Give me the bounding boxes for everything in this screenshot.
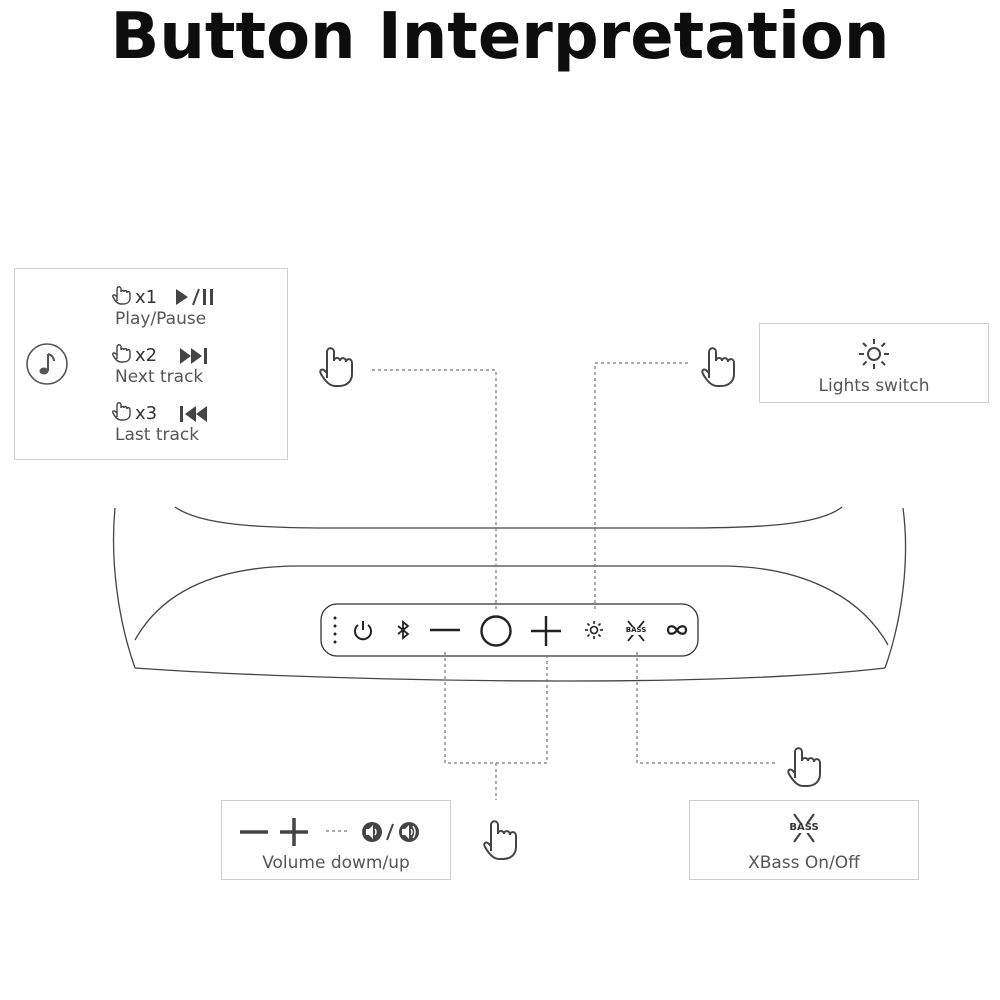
xbass-panel-text: BASS — [625, 626, 647, 634]
pointing-hand-icon — [315, 342, 357, 388]
dots-icon — [333, 616, 337, 644]
press-count: x1 — [135, 287, 158, 308]
lights-switch-box: Lights switch — [759, 323, 989, 403]
bluetooth-icon — [397, 620, 410, 640]
play-pause-icon — [174, 287, 216, 307]
infinity-icon — [666, 625, 688, 635]
minus-plus-icon — [238, 817, 312, 847]
press-count: x3 — [135, 403, 158, 424]
lights-switch-label: Lights switch — [818, 376, 930, 396]
tap-hand-icon — [110, 281, 132, 305]
sun-icon — [858, 338, 890, 370]
lights-button[interactable] — [584, 620, 604, 640]
xbass-icon — [625, 620, 647, 642]
pointing-hand-icon — [479, 815, 521, 861]
speaker-volume-icon — [361, 820, 423, 844]
volume-box: Volume dowm/up — [221, 800, 451, 880]
link-button[interactable] — [665, 618, 689, 642]
plus-icon — [531, 616, 561, 646]
play-pause-label: Play/Pause — [115, 309, 207, 329]
tap-hand-icon — [110, 397, 132, 421]
xbass-icon-text: BASS — [789, 822, 819, 833]
next-track-label: Next track — [115, 367, 204, 387]
sun-icon — [585, 621, 603, 639]
control-panel: BASS — [321, 604, 698, 656]
xbass-label: XBass On/Off — [748, 853, 860, 873]
music-note-icon — [25, 342, 69, 386]
page-title: Button Interpretation — [110, 0, 890, 74]
last-track-icon — [178, 404, 212, 424]
power-button[interactable] — [351, 618, 375, 642]
bluetooth-button[interactable] — [393, 618, 413, 642]
power-icon — [354, 621, 372, 641]
minus-icon — [430, 628, 460, 632]
tap-hand-icon — [110, 339, 132, 363]
pointing-hand-icon — [697, 342, 739, 388]
last-track-label: Last track — [115, 425, 200, 445]
dash-separator — [326, 829, 348, 833]
volume-up-button[interactable] — [529, 614, 563, 648]
play-button[interactable] — [479, 614, 513, 648]
next-track-icon — [178, 346, 212, 366]
xbass-icon: BASS — [787, 811, 821, 845]
volume-label: Volume dowm/up — [262, 853, 410, 873]
circle-button-icon — [480, 615, 512, 647]
press-count: x2 — [135, 345, 158, 366]
volume-down-button[interactable] — [427, 618, 463, 642]
xbass-button[interactable]: BASS — [623, 618, 649, 644]
music-control-box: x1 Play/Pause x2 Next track x3 Last trac… — [14, 268, 288, 460]
xbass-box: BASS XBass On/Off — [689, 800, 919, 880]
pointing-hand-icon — [783, 742, 825, 788]
